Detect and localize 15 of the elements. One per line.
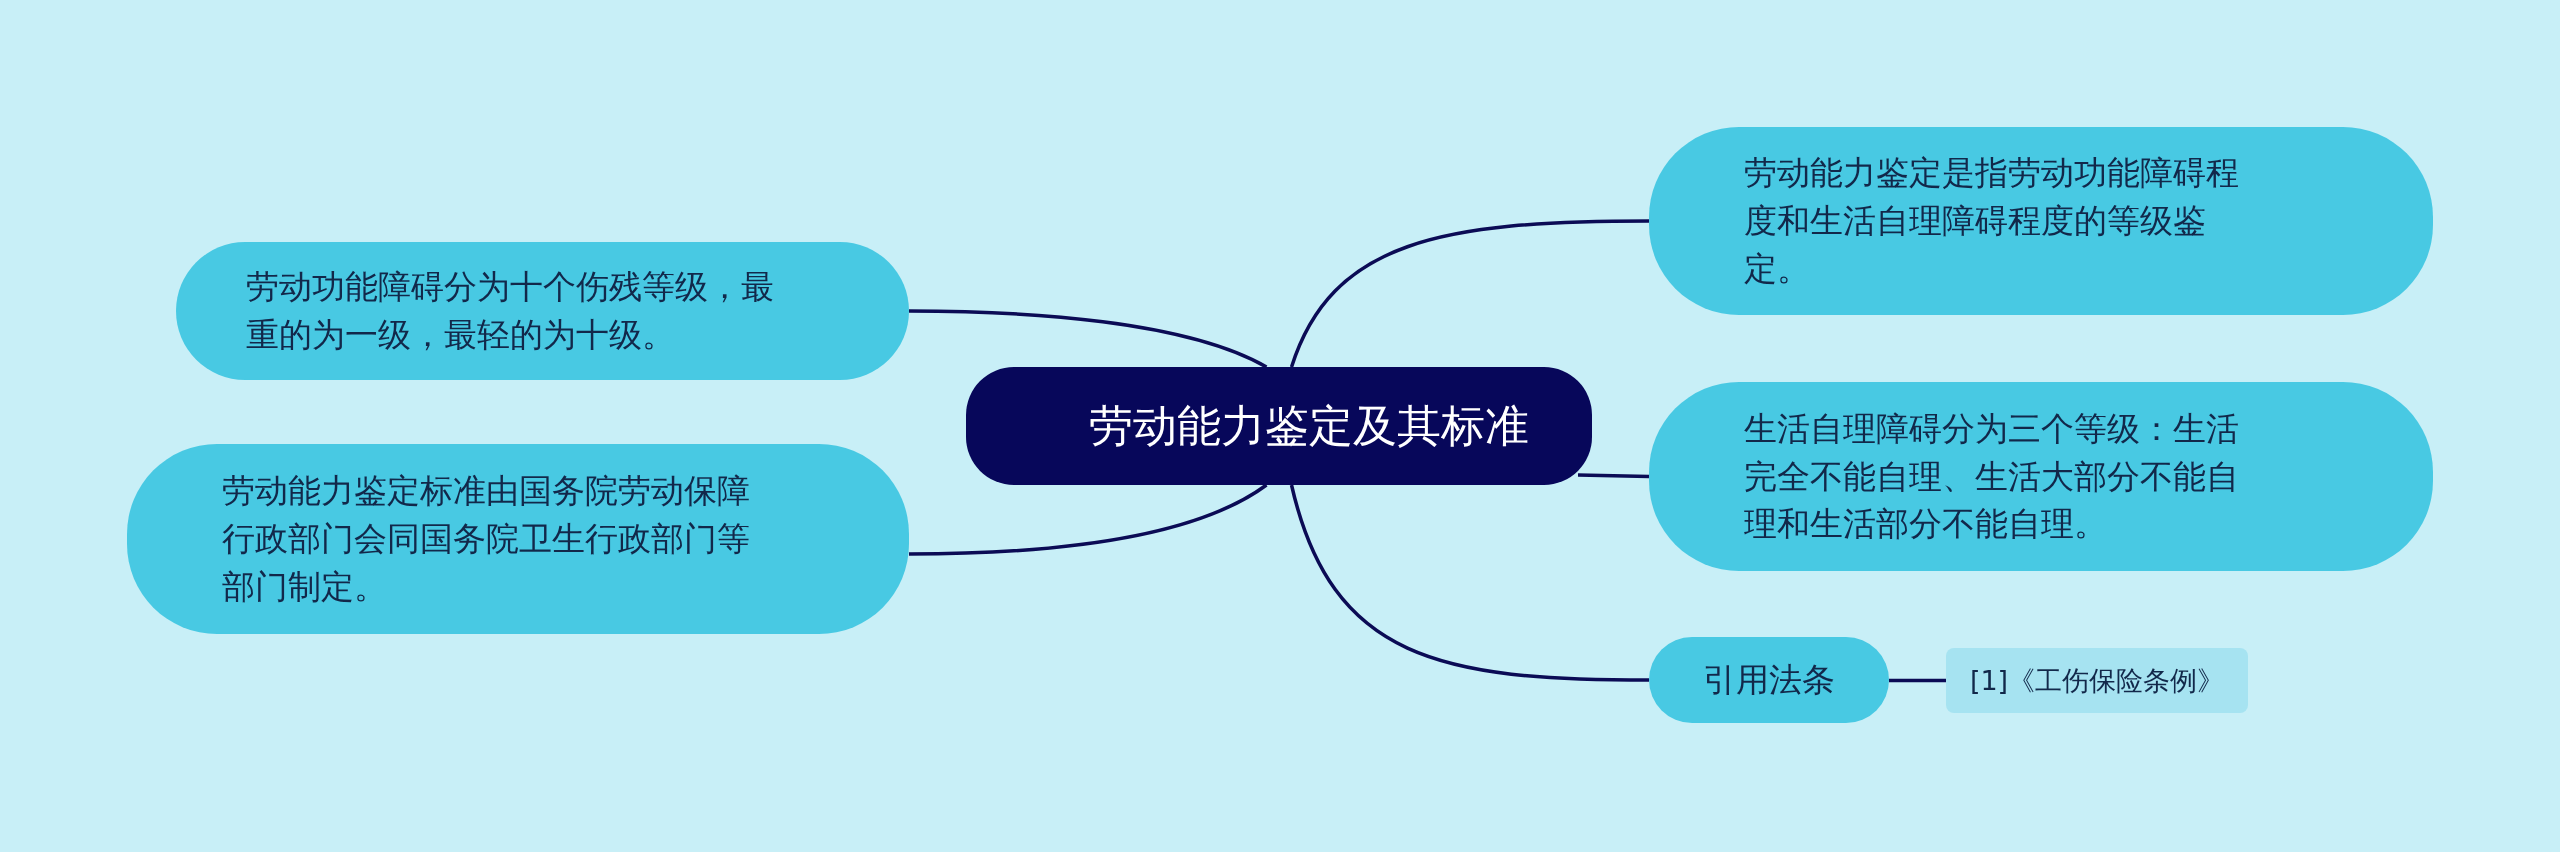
connector-line — [1289, 484, 1649, 682]
connector-line — [909, 309, 1268, 369]
topic-text: 引用法条 — [1703, 659, 1835, 702]
central-topic-box — [966, 367, 1592, 485]
connector-line — [1289, 219, 1649, 368]
topic-text: 劳动功能障碍分为十个伤残等级，最重的为一级，最轻的为十级。 — [246, 266, 775, 356]
topic-text: 生活自理障碍分为三个等级：生活完全不能自理、生活大部分不能自理和生活部分不能自理。 — [1744, 407, 2240, 546]
connector-line — [1889, 678, 1946, 683]
reference-box — [1946, 648, 2248, 713]
central-topic-text: 劳动能力鉴定及其标准 — [1089, 399, 1529, 454]
reference-text: [1]《工伤保险条例》 — [1969, 663, 2225, 698]
topic-text: 劳动能力鉴定标准由国务院劳动保障行政部门会同国务院卫生行政部门等部门制定。 — [222, 470, 751, 608]
connector-line — [909, 483, 1268, 556]
connector-line — [1577, 473, 1650, 479]
topic-text: 劳动能力鉴定是指劳动功能障碍程度和生活自理障碍程度的等级鉴定。 — [1744, 152, 2240, 290]
